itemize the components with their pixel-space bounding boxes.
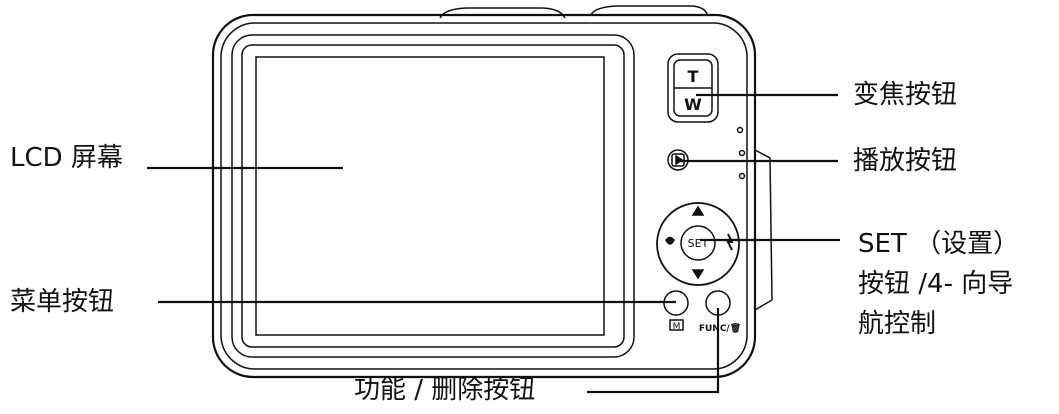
set-label-line-3: 航控制 (858, 309, 937, 339)
lcd-screen (255, 56, 605, 336)
up-arrow-icon (691, 205, 705, 216)
indicator-dot (738, 149, 746, 157)
indicator-dot (736, 126, 744, 134)
right-grip (754, 149, 773, 311)
set-label-line-2: 按钮 /4- 向导 (858, 269, 1014, 299)
playback-button-label: 播放按钮 (853, 146, 958, 176)
zoom-t-mark: T (688, 67, 699, 86)
screen-bezel-inner (241, 44, 625, 348)
lcd-screen-label: LCD 屏幕 (10, 143, 123, 173)
set-button-label: SET （设置） 按钮 /4- 向导 航控制 (858, 224, 1019, 344)
camera-body-inner (220, 22, 748, 370)
top-button-bump (439, 7, 566, 19)
macro-flower-icon (665, 236, 675, 245)
set-label-line-1: SET （设置） (858, 229, 1020, 259)
menu-m-mark: M (673, 322, 681, 332)
nav-dpad-ring (656, 202, 740, 286)
set-button (680, 225, 716, 261)
menu-mark-box (669, 319, 684, 331)
screen-bezel-outer (231, 34, 635, 358)
down-arrow-icon (691, 269, 705, 280)
func-leader-line (587, 308, 720, 394)
func-delete-mark: FUNC/🗑 (699, 323, 741, 334)
zoom-w-mark: W (684, 95, 702, 114)
camera-body-outer (211, 13, 757, 379)
menu-button-label: 菜单按钮 (10, 287, 115, 317)
top-bump-right (589, 5, 709, 17)
zoom-rocker (667, 53, 719, 123)
indicator-dot (738, 172, 746, 180)
zoom-button-label: 变焦按钮 (853, 80, 958, 110)
func-delete-button-label: 功能 / 删除按钮 (354, 375, 536, 405)
flash-icon (726, 233, 734, 251)
